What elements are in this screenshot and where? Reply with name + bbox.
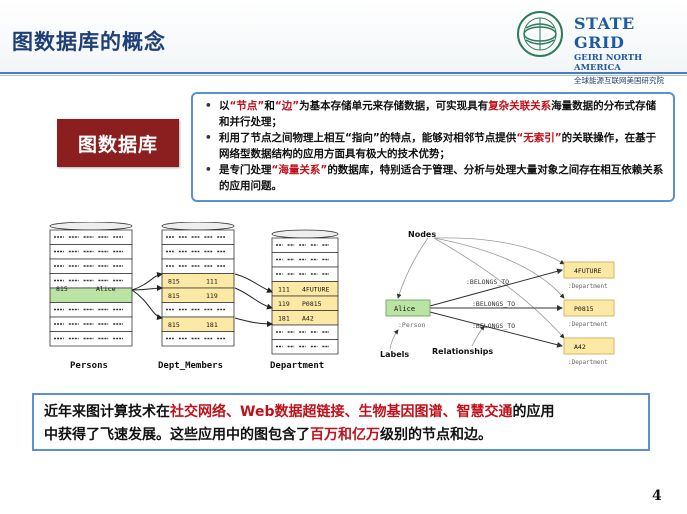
- bullet-highlight: “边”: [274, 100, 300, 112]
- table-top: [49, 222, 133, 231]
- bullet-text: 和: [264, 100, 275, 112]
- member-person-cell: 815: [168, 292, 180, 300]
- nodes-pointer-lines: [396, 237, 565, 339]
- summary-text: 近年来图计算技术在: [44, 404, 170, 420]
- table-top: [271, 229, 339, 239]
- graph-db-tag: 图数据库: [57, 119, 179, 167]
- slide-title: 图数据库的概念: [12, 30, 166, 54]
- edge-label: :BELONGS_TO: [472, 300, 515, 308]
- dept-name-cell: 4FUTURE: [302, 286, 329, 294]
- edge-label: :BELONGS_TO: [472, 322, 515, 330]
- dept-members-table: 815 111 815 119 815 181: [161, 222, 235, 347]
- definition-list: 以“节点”和“边”为基本存储单元来存储数据，可实现具有复杂关联关系海量数据的分布…: [201, 98, 665, 194]
- bullet-highlight: “海量关系”: [271, 164, 328, 176]
- department-node-label: :Department: [568, 359, 608, 366]
- labels-label: Labels: [380, 350, 409, 359]
- member-person-cell: 815: [168, 278, 180, 286]
- table-top: [161, 222, 235, 231]
- department-nodes: 4FUTURE:DepartmentP0815:DepartmentA42:De…: [563, 261, 615, 366]
- dept-id-cell: 181: [278, 315, 290, 323]
- slide-header: [0, 0, 687, 74]
- state-grid-logo-icon: [517, 11, 563, 57]
- member-person-cell: 815: [168, 321, 180, 329]
- person-node-name: Alice: [394, 305, 415, 313]
- definition-bullet: 以“节点”和“边”为基本存储单元来存储数据，可实现具有复杂关联关系海量数据的分布…: [205, 98, 665, 130]
- department-node-label: :Department: [568, 321, 608, 328]
- header-divider-thin: [0, 75, 687, 76]
- property-graph-figure: Nodes :BELONGS_TO :BELONGS_TO :BELONGS_T…: [380, 230, 615, 366]
- table-row: [271, 252, 339, 268]
- bullet-text: 以: [219, 100, 230, 112]
- dept-id-cell: 119: [278, 300, 290, 308]
- relationships-label: Relationships: [432, 347, 493, 356]
- arrow-members-dept: [234, 317, 273, 327]
- summary-text: 的应用: [512, 404, 555, 420]
- department-caption: Department: [270, 361, 324, 371]
- edges: :BELONGS_TO :BELONGS_TO :BELONGS_TO: [429, 268, 563, 348]
- persons-id-cell: 815: [56, 285, 68, 293]
- arrow-persons-members: [131, 289, 163, 320]
- definition-box: 以“节点”和“边”为基本存储单元来存储数据，可实现具有复杂关联关系海量数据的分布…: [191, 92, 675, 202]
- department-node: [563, 299, 615, 317]
- table-row: [271, 266, 339, 282]
- department-node-name: 4FUTURE: [574, 267, 601, 275]
- arrow-persons-members: [131, 285, 163, 292]
- dept-name-cell: P0815: [302, 300, 322, 308]
- brand-subtitle: GEIRI NORTH AMERICA: [574, 53, 643, 73]
- definition-bullet: 利用了节点之间物理上相互“指向”的特点，能够对相邻节点提供“无索引”的关联操作，…: [205, 130, 665, 162]
- bullet-highlight: 复杂关联关系: [488, 100, 552, 112]
- arrow-members-dept: [234, 287, 273, 310]
- department-table: 111 4FUTURE 119 P0815 181 A42: [271, 229, 339, 355]
- page-number: 4: [652, 488, 662, 504]
- dept-members-caption: Dept_Members: [158, 361, 223, 371]
- table-row: [271, 237, 339, 253]
- persons-caption: Persons: [70, 361, 108, 371]
- dept-id-cell: 111: [278, 286, 290, 294]
- summary-text: 中获得了飞速发展。这些应用中的图包含了: [44, 427, 310, 443]
- edge-label: :BELONGS_TO: [466, 278, 509, 286]
- table-row: [271, 324, 339, 340]
- bullet-highlight: “无索引”: [516, 132, 562, 144]
- persons-table: 815 Alice: [49, 222, 133, 347]
- summary-highlight: 社交网络、Web数据超链接、生物基因图谱、智慧交通: [170, 404, 513, 420]
- brand-block: STATE GRID GEIRI NORTH AMERICA 全球能源互联网美国…: [574, 14, 684, 86]
- brand-name: STATE GRID: [574, 14, 635, 52]
- member-dept-cell: 181: [206, 321, 218, 329]
- header-divider: [0, 72, 687, 74]
- department-node: [563, 337, 615, 355]
- member-dept-cell: 111: [206, 278, 218, 286]
- department-node-name: A42: [574, 343, 586, 351]
- table-row: [271, 339, 339, 355]
- brand-chinese: 全球能源互联网美国研究院: [574, 76, 664, 85]
- summary-line-2: 中获得了飞速发展。这些应用中的图包含了百万和亿万级别的节点和边。: [44, 424, 638, 447]
- member-dept-cell: 119: [206, 292, 218, 300]
- summary-highlight: 百万和亿万: [310, 427, 380, 443]
- bullet-text: 是专门处理: [219, 164, 272, 176]
- person-node: Alice :Person: [385, 299, 431, 329]
- bullet-text: 利用了节点之间物理上相互“指向”的特点，能够对相邻节点提供: [219, 132, 517, 144]
- bullet-highlight: “节点”: [229, 100, 265, 112]
- dept-name-cell: A42: [302, 315, 314, 323]
- department-node: [563, 261, 615, 279]
- persons-name-cell: Alice: [96, 285, 116, 293]
- summary-text: 级别的节点和边。: [380, 427, 492, 443]
- arrow-persons-members: [131, 272, 163, 291]
- bullet-text: 的数据库，特别适合于管理、分析与处理大量对象之间存在相互依赖关系的应用问题。: [219, 164, 664, 192]
- summary-box: 近年来图计算技术在社交网络、Web数据超链接、生物基因图谱、智慧交通的应用 中获…: [32, 393, 650, 451]
- table-arrows: [131, 272, 273, 327]
- summary-line-1: 近年来图计算技术在社交网络、Web数据超链接、生物基因图谱、智慧交通的应用: [44, 401, 638, 424]
- department-node-label: :Department: [568, 283, 608, 290]
- definition-bullet: 是专门处理“海量关系”的数据库，特别适合于管理、分析与处理大量对象之间存在相互依…: [205, 162, 665, 194]
- department-node-name: P0815: [574, 305, 594, 313]
- arrow-members-dept: [234, 273, 273, 293]
- bullet-text: 为基本存储单元来存储数据，可实现具有: [299, 100, 489, 112]
- bullet-text: 的关联操作，在基于网络型数据结构的应用方面具有极大的技术优势；: [219, 132, 657, 160]
- person-node-label: :Person: [398, 321, 425, 329]
- nodes-label: Nodes: [408, 230, 436, 239]
- bullet-text: 海量数据的分布式存储和并行处理；: [219, 100, 657, 128]
